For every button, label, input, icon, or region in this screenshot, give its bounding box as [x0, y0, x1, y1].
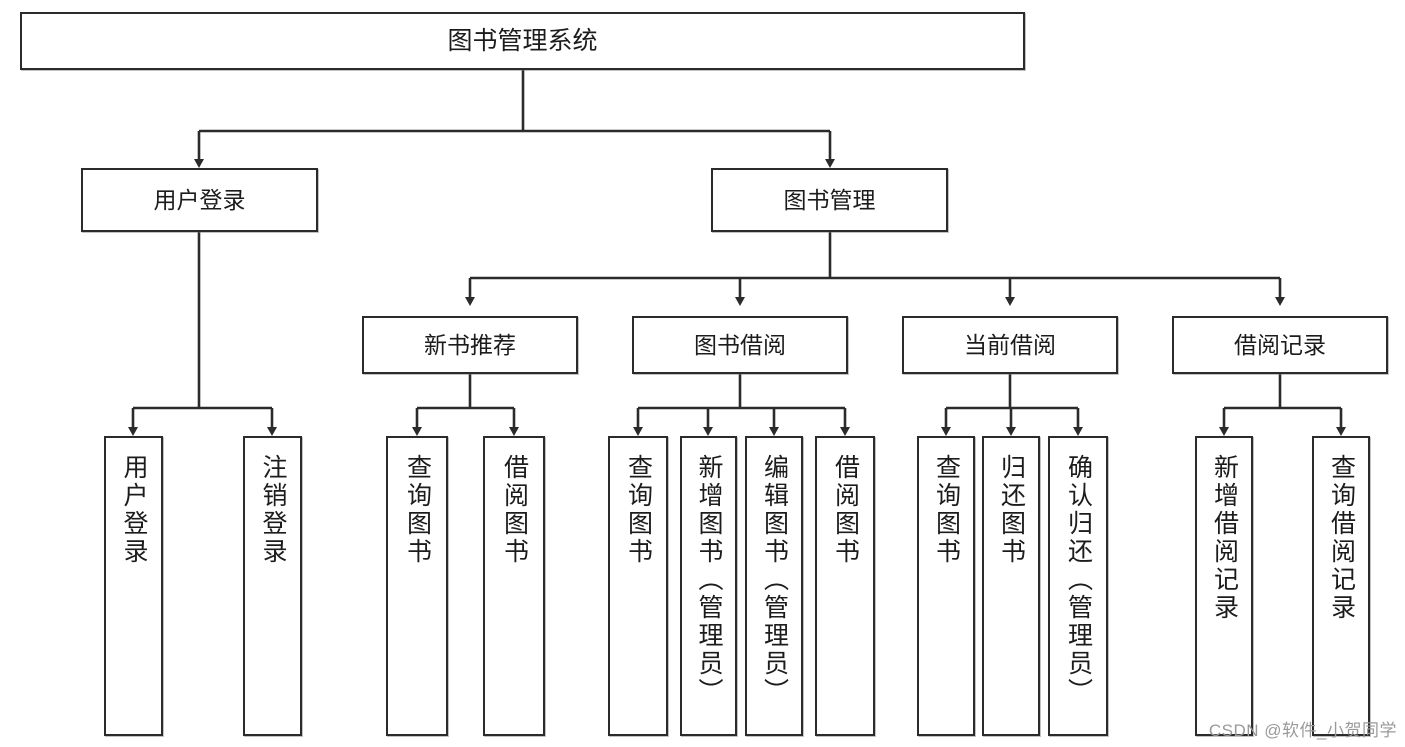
node-label: 用户登录 — [153, 186, 246, 213]
node-leaf-user-login[interactable]: 用户登录 — [104, 436, 163, 736]
node-label: 查询图书 — [624, 454, 653, 566]
node-label: 借阅图书 — [831, 454, 860, 566]
node-label: 新增图书（管理员） — [695, 454, 723, 706]
node-leaf-logout[interactable]: 注销登录 — [243, 436, 302, 736]
node-label: 编辑图书（管理员） — [760, 454, 789, 706]
node-label: 图书借阅 — [694, 331, 786, 358]
node-leaf-add-borrow-record[interactable]: 新增借阅记录 — [1195, 436, 1253, 736]
watermark: CSDN @软件_小贺同学 — [1208, 721, 1397, 740]
node-label: 借阅图书 — [500, 454, 529, 566]
node-label: 图书管理 — [783, 186, 876, 213]
node-leaf-search-book-borrow[interactable]: 查询图书 — [608, 436, 668, 736]
node-root-system[interactable]: 图书管理系统 — [20, 12, 1025, 70]
node-book-management[interactable]: 图书管理 — [711, 168, 948, 232]
node-book-borrow[interactable]: 图书借阅 — [632, 316, 848, 374]
node-label: 新书推荐 — [424, 331, 516, 358]
node-leaf-add-book-admin[interactable]: 新增图书（管理员） — [680, 436, 737, 736]
node-leaf-borrow-book-recommend[interactable]: 借阅图书 — [483, 436, 545, 736]
node-user-login[interactable]: 用户登录 — [81, 168, 318, 232]
node-leaf-search-book-recommend[interactable]: 查询图书 — [386, 436, 448, 736]
node-label: 用户登录 — [120, 454, 148, 566]
node-current-borrow[interactable]: 当前借阅 — [902, 316, 1118, 374]
node-leaf-edit-book-admin[interactable]: 编辑图书（管理员） — [745, 436, 803, 736]
node-label: 查询图书 — [403, 454, 432, 566]
node-borrow-record[interactable]: 借阅记录 — [1172, 316, 1388, 374]
node-label: 确认归还（管理员） — [1064, 454, 1093, 706]
node-leaf-search-book-current[interactable]: 查询图书 — [917, 436, 975, 736]
node-label: 查询借阅记录 — [1327, 454, 1356, 622]
node-leaf-search-borrow-record[interactable]: 查询借阅记录 — [1312, 436, 1370, 736]
node-label: 借阅记录 — [1234, 331, 1326, 358]
node-label: 查询图书 — [932, 454, 961, 566]
node-leaf-borrow-book[interactable]: 借阅图书 — [815, 436, 875, 736]
node-leaf-confirm-return-admin[interactable]: 确认归还（管理员） — [1048, 436, 1108, 736]
node-label: 归还图书 — [997, 454, 1026, 566]
node-leaf-return-book[interactable]: 归还图书 — [982, 436, 1040, 736]
node-label: 当前借阅 — [964, 331, 1056, 358]
node-label: 图书管理系统 — [447, 26, 598, 55]
node-label: 新增借阅记录 — [1210, 454, 1239, 622]
node-new-book-recommend[interactable]: 新书推荐 — [362, 316, 578, 374]
node-label: 注销登录 — [259, 454, 287, 566]
